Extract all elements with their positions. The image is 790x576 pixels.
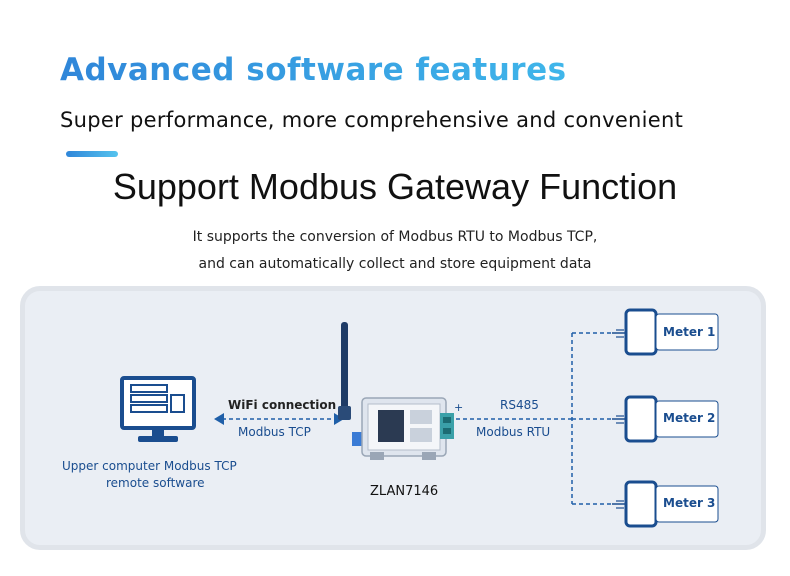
left-link-bottom-label: Modbus TCP xyxy=(238,425,311,439)
rs485-link-line xyxy=(456,332,612,505)
meter-1-icon xyxy=(612,308,719,356)
plus-sign-label: + xyxy=(454,401,464,414)
page-subheading: Super performance, more comprehensive an… xyxy=(60,108,684,132)
section-title: Support Modbus Gateway Function xyxy=(112,166,678,207)
accent-bar xyxy=(66,151,118,157)
computer-icon xyxy=(120,376,196,442)
antenna-icon xyxy=(338,322,351,420)
gateway-name-label: ZLAN7146 xyxy=(370,484,439,499)
meter-3-icon xyxy=(612,480,719,528)
meter-2-icon xyxy=(612,395,719,443)
meter-1-label: Meter 1 xyxy=(663,325,716,339)
wifi-link-arrow xyxy=(214,413,344,425)
right-link-top-label: RS485 xyxy=(500,398,539,412)
meter-3-label: Meter 3 xyxy=(663,496,716,510)
page-heading: Advanced software features xyxy=(60,52,567,88)
computer-label-line2: remote software xyxy=(106,476,205,490)
section-description-line2: and can automatically collect and store … xyxy=(198,256,592,272)
gateway-device-icon xyxy=(352,397,454,460)
meter-2-label: Meter 2 xyxy=(663,411,716,425)
right-link-bottom-label: Modbus RTU xyxy=(476,425,551,439)
section-description-line1: It supports the conversion of Modbus RTU… xyxy=(192,229,598,245)
computer-label-line1: Upper computer Modbus TCP xyxy=(62,459,237,473)
left-link-top-label: WiFi connection xyxy=(228,398,337,412)
